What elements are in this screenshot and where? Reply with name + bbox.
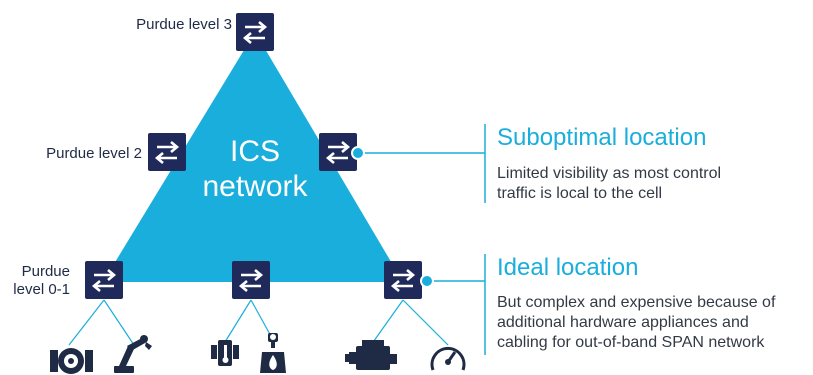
robot-arm-icon [114,335,152,373]
switch-level01-mid-icon[interactable] [230,259,272,301]
ideal-body-line3: cabling for out-of-band SPAN network [497,334,765,351]
level2-label: Purdue level 2 [46,145,142,162]
level01-label-line1: Purdue [21,263,70,280]
ics-network-label-line1: ICS [229,135,280,168]
switch-level01-right-icon[interactable] [382,259,424,301]
ideal-body-line2: additional hardware appliances and [497,314,749,331]
burner-icon [260,333,286,373]
thermometer-sensor-icon [211,340,239,366]
ics-network-triangle [103,32,403,282]
ideal-title: Ideal location [497,254,639,281]
switch-level2-icon[interactable] [146,131,188,173]
device-links [68,299,449,346]
level3-label: Purdue level 3 [136,16,232,33]
gauge-icon [430,347,466,371]
switch-level3-icon[interactable] [234,11,276,53]
ideal-body-line1: But complex and expensive because of [497,294,776,311]
pump-valve-icon [50,348,93,374]
ics-network-label-line2: network [202,170,308,203]
ideal-dot [420,274,434,288]
suboptimal-title: Suboptimal location [497,124,707,151]
switch-level01-left-icon[interactable] [83,259,125,301]
suboptimal-dot [351,146,365,160]
suboptimal-body-line2: traffic is local to the cell [497,185,663,202]
level01-label-line2: level 0-1 [13,281,70,298]
suboptimal-body-line1: Limited visibility as most control [497,165,722,182]
engine-icon [345,340,397,370]
